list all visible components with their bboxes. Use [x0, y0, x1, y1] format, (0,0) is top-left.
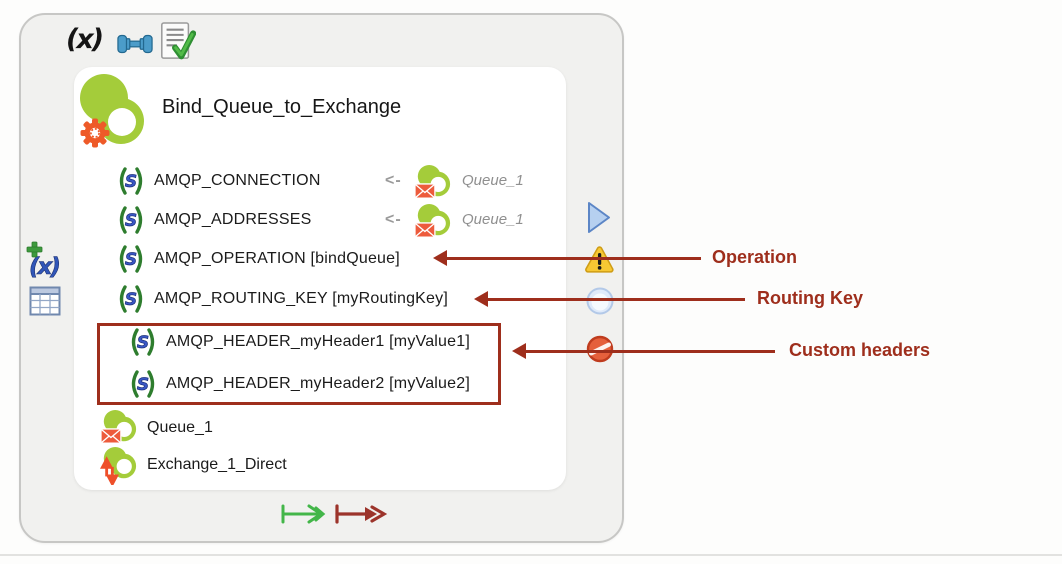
- property-row-header2[interactable]: S AMQP_HEADER_myHeader2 [myValue2]: [128, 369, 470, 399]
- string-property-icon: S: [131, 328, 155, 356]
- property-row-routing-key[interactable]: S AMQP_ROUTING_KEY [myRoutingKey]: [116, 284, 448, 314]
- window-bottom-divider: [0, 554, 1062, 556]
- bindings-icon[interactable]: [117, 31, 153, 62]
- process-variables-icon[interactable]: (x): [66, 24, 104, 55]
- svg-text:S: S: [125, 290, 137, 310]
- gear-icon: [80, 118, 110, 148]
- resource-row-exchange[interactable]: Exchange_1_Direct: [100, 445, 287, 485]
- add-variable-icon[interactable]: (x): [24, 241, 66, 288]
- custom-headers-annotation-arrow: [512, 343, 775, 359]
- resource-label: Exchange_1_Direct: [147, 456, 287, 473]
- validated-document-icon[interactable]: [158, 21, 197, 68]
- custom-headers-highlight-box: [97, 323, 501, 405]
- envelope-icon: [414, 183, 436, 199]
- activity-node[interactable]: [74, 67, 566, 490]
- error-transition-arrow-icon: [335, 504, 388, 524]
- success-transition-arrow-icon: [281, 504, 326, 524]
- svg-text:S: S: [137, 375, 149, 395]
- operation-annotation-label: Operation: [712, 247, 798, 267]
- property-label: AMQP_CONNECTION: [154, 172, 321, 189]
- string-property-icon: S: [119, 285, 143, 313]
- svg-text:S: S: [125, 211, 137, 231]
- property-row-operation[interactable]: S AMQP_OPERATION [bindQueue]: [116, 244, 400, 274]
- mapping-arrow: <-: [385, 211, 402, 228]
- property-row-connection[interactable]: S AMQP_CONNECTION: [116, 166, 321, 196]
- activity-icon: [79, 72, 145, 153]
- transition-arrows: [275, 501, 400, 532]
- svg-text:S: S: [125, 250, 137, 270]
- operation-annotation-arrow: [433, 250, 701, 266]
- queue-icon: [414, 163, 452, 208]
- activity-title: Bind_Queue_to_Exchange: [162, 96, 402, 118]
- queue-icon: [414, 202, 452, 247]
- mapping-source-label: Queue_1: [462, 211, 524, 228]
- property-row-addresses[interactable]: S AMQP_ADDRESSES: [116, 205, 312, 235]
- property-label: AMQP_HEADER_myHeader2 [myValue2]: [166, 375, 470, 392]
- routing-key-annotation-label: Routing Key: [757, 288, 863, 308]
- property-label: AMQP_OPERATION [bindQueue]: [154, 250, 400, 267]
- custom-headers-annotation-label: Custom headers: [789, 340, 931, 360]
- string-property-icon: S: [131, 370, 155, 398]
- mapping-arrow: <-: [385, 172, 402, 189]
- queue-icon: [100, 409, 137, 444]
- table-icon[interactable]: [29, 286, 62, 322]
- property-row-header1[interactable]: S AMQP_HEADER_myHeader1 [myValue1]: [128, 327, 470, 357]
- string-property-icon: S: [119, 245, 143, 273]
- property-label: AMQP_ADDRESSES: [154, 211, 312, 228]
- mapping-source-label: Queue_1: [462, 172, 524, 189]
- property-label: AMQP_HEADER_myHeader1 [myValue1]: [166, 333, 470, 350]
- exchange-icon: [100, 446, 137, 485]
- svg-text:S: S: [125, 172, 137, 192]
- routing-key-annotation-arrow: [474, 291, 745, 307]
- string-property-icon: S: [119, 206, 143, 234]
- svg-text:S: S: [137, 333, 149, 353]
- string-property-icon: S: [119, 167, 143, 195]
- resource-row-queue[interactable]: Queue_1: [100, 408, 213, 448]
- property-label: AMQP_ROUTING_KEY [myRoutingKey]: [154, 290, 448, 307]
- svg-text:(x): (x): [29, 254, 59, 280]
- run-icon[interactable]: [586, 201, 612, 240]
- resource-label: Queue_1: [147, 419, 213, 436]
